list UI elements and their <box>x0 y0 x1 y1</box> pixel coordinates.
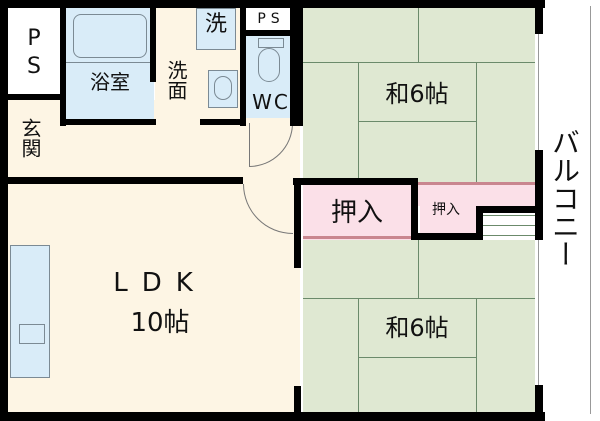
wall <box>0 0 545 8</box>
tatami-line <box>476 62 477 182</box>
tatami-line <box>358 357 476 358</box>
wall <box>293 178 417 185</box>
wall <box>296 0 303 126</box>
kitchen-sink <box>19 324 45 344</box>
bath-label: 浴室 <box>90 70 130 94</box>
closet-rail <box>303 182 535 185</box>
balcony-label: バルコニー <box>548 128 581 268</box>
washitsu-bottom-label: 和6帖 <box>385 314 449 342</box>
wall <box>411 233 482 240</box>
ldk-label: LDK <box>113 268 207 298</box>
wall <box>535 150 543 240</box>
washitsu-bottom-floor <box>303 240 535 412</box>
washer-label: 洗 <box>204 12 227 37</box>
bath-area <box>66 8 154 121</box>
ldk-size-label: 10帖 <box>130 308 190 338</box>
wall <box>0 412 545 421</box>
tatami-line <box>358 62 359 182</box>
ps-left-area <box>8 8 60 98</box>
wall <box>0 94 66 100</box>
closet-large-label: 押入 <box>330 198 383 228</box>
wall <box>535 0 543 34</box>
tatami-line <box>303 298 535 299</box>
tatami-line <box>358 298 359 412</box>
wall <box>66 119 156 125</box>
entrance-label: 玄関 <box>18 118 42 158</box>
kitchen-counter <box>10 245 50 378</box>
wall <box>200 119 245 125</box>
wall <box>240 0 246 126</box>
closet-small-area <box>415 182 535 206</box>
wall <box>0 0 8 421</box>
wall <box>294 386 301 416</box>
balcony-area <box>538 0 600 421</box>
wall <box>476 206 538 213</box>
ps-top-label: PS <box>257 11 285 27</box>
tatami-line <box>418 8 419 62</box>
bath-divider <box>66 62 154 63</box>
basin-bowl <box>214 76 232 100</box>
ps-top-area <box>245 8 297 32</box>
washitsu-top-label: 和6帖 <box>385 80 449 108</box>
tatami-line <box>482 215 535 216</box>
toilet-bowl <box>258 48 280 82</box>
wall <box>150 0 156 82</box>
toilet-tank <box>258 38 284 48</box>
tatami-line <box>482 225 535 226</box>
washitsu-top-floor <box>303 8 535 186</box>
wall <box>60 0 66 126</box>
wall <box>535 385 543 421</box>
tatami-line <box>303 62 535 63</box>
tatami-line <box>476 298 477 412</box>
bathtub <box>73 14 147 58</box>
tatami-line <box>482 235 535 236</box>
wall <box>8 177 243 184</box>
washing-machine-space <box>196 8 236 50</box>
wc-label: WC <box>252 90 290 114</box>
wall <box>245 30 300 36</box>
wall <box>294 178 301 268</box>
wall <box>411 178 418 240</box>
ps-left-label: PS <box>27 26 41 79</box>
tatami-line <box>358 121 476 122</box>
tatami-line <box>418 240 419 298</box>
closet-large-area <box>303 182 415 240</box>
wall <box>290 0 296 126</box>
washroom-label: 洗面 <box>164 60 188 100</box>
closet-small-label: 押入 <box>432 202 460 218</box>
wall <box>476 206 483 240</box>
closet-small-area-lower <box>420 206 482 236</box>
ldk-floor <box>8 180 300 412</box>
closet-rail <box>303 236 421 239</box>
balcony-rail <box>590 6 591 414</box>
